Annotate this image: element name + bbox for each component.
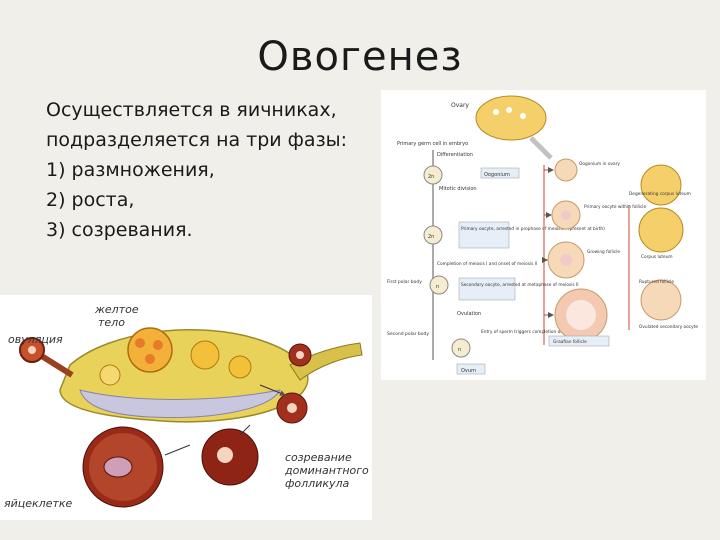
- label-second-polar: Second polar body: [387, 331, 429, 337]
- label-corpus-luteum: Corpus luteum: [641, 254, 673, 260]
- corpus-luteum-shape: [127, 327, 173, 373]
- label-graafian: Graafian follicle: [553, 339, 587, 345]
- label-secondary-oocyte: Secondary oocyte, arrested at metaphase …: [461, 282, 579, 288]
- label-maturation-1: созревание: [285, 451, 352, 464]
- label-maturation-2: доминантного: [284, 464, 369, 477]
- oogenesis-flowchart: Ovary Primary germ cell in embryo Differ…: [387, 95, 698, 375]
- text-line-phases-intro: подразделяется на три фазы:: [46, 129, 348, 151]
- label-ovulated-oocyte: Ovulated secondary oocyte: [639, 324, 698, 330]
- follicle-sequence: [82, 343, 312, 508]
- label-ovulation-right: Ovulation: [457, 311, 481, 317]
- label-differentiation: Differentiation: [437, 152, 473, 158]
- follicle-small: [228, 355, 252, 379]
- label-degenerating: Degenerating corpus luteum: [629, 191, 691, 197]
- label-first-polar: First polar body: [387, 279, 422, 285]
- text-line-phase-growth: 2) роста,: [46, 189, 135, 211]
- ovary-top-shape: [475, 95, 547, 141]
- label-yellow-body: желтое: [94, 303, 139, 316]
- svg-text:n: n: [458, 347, 461, 353]
- label-yellow-body-2: тело: [98, 316, 125, 329]
- label-ovulation: овуляция: [8, 333, 63, 346]
- label-oogonium-ovary: Oogonium in ovary: [579, 161, 620, 167]
- ovary-illustration: желтое тело овуляция созревание доминант…: [4, 303, 369, 510]
- text-line-location: Осуществляется в яичниках,: [46, 99, 337, 121]
- follicle-small: [190, 340, 220, 370]
- svg-text:2n: 2n: [428, 174, 434, 180]
- slide-body-text: Осуществляется в яичниках, подразделяетс…: [46, 95, 376, 245]
- label-ruptured: Ruptured follicle: [639, 279, 674, 285]
- text-line-phase-reproduction: 1) размножения,: [46, 159, 215, 181]
- ovary-stroma: [79, 389, 281, 418]
- label-completion-meiosis: Completion of meiosis I and onset of mei…: [437, 261, 537, 267]
- label-ovary: Ovary: [451, 102, 469, 109]
- label-growing-follicle: Growing follicle: [587, 249, 620, 255]
- ovarian-ligament: [289, 342, 363, 381]
- label-primary-oocyte-follicle: Primary oocyte within follicle: [584, 204, 647, 210]
- label-mitotic: Mitotic division: [439, 186, 477, 192]
- label-primary-oocyte: Primary oocyte, arrested in prophase of …: [461, 226, 605, 232]
- label-oogonium: Oogonium: [484, 172, 510, 178]
- label-primary-germ: Primary germ cell in embryo: [397, 141, 468, 147]
- follicle-small: [99, 364, 121, 386]
- svg-text:2n: 2n: [428, 234, 434, 240]
- svg-text:n: n: [436, 284, 439, 290]
- text-line-phase-maturation: 3) созревания.: [46, 219, 193, 241]
- label-maturation-3: фолликула: [285, 477, 350, 490]
- follicle-stages: [547, 158, 684, 342]
- label-ovum: Ovum: [461, 368, 476, 374]
- oogenesis-flowchart-panel: Ovary Primary germ cell in embryo Differ…: [381, 90, 706, 380]
- ovary-illustration-panel: желтое тело овуляция созревание доминант…: [0, 295, 372, 520]
- label-egg: яйцеклетке: [4, 497, 73, 510]
- label-sperm-entry: Entry of sperm triggers completion of me…: [481, 329, 583, 335]
- slide-title: Овогенез: [257, 34, 463, 80]
